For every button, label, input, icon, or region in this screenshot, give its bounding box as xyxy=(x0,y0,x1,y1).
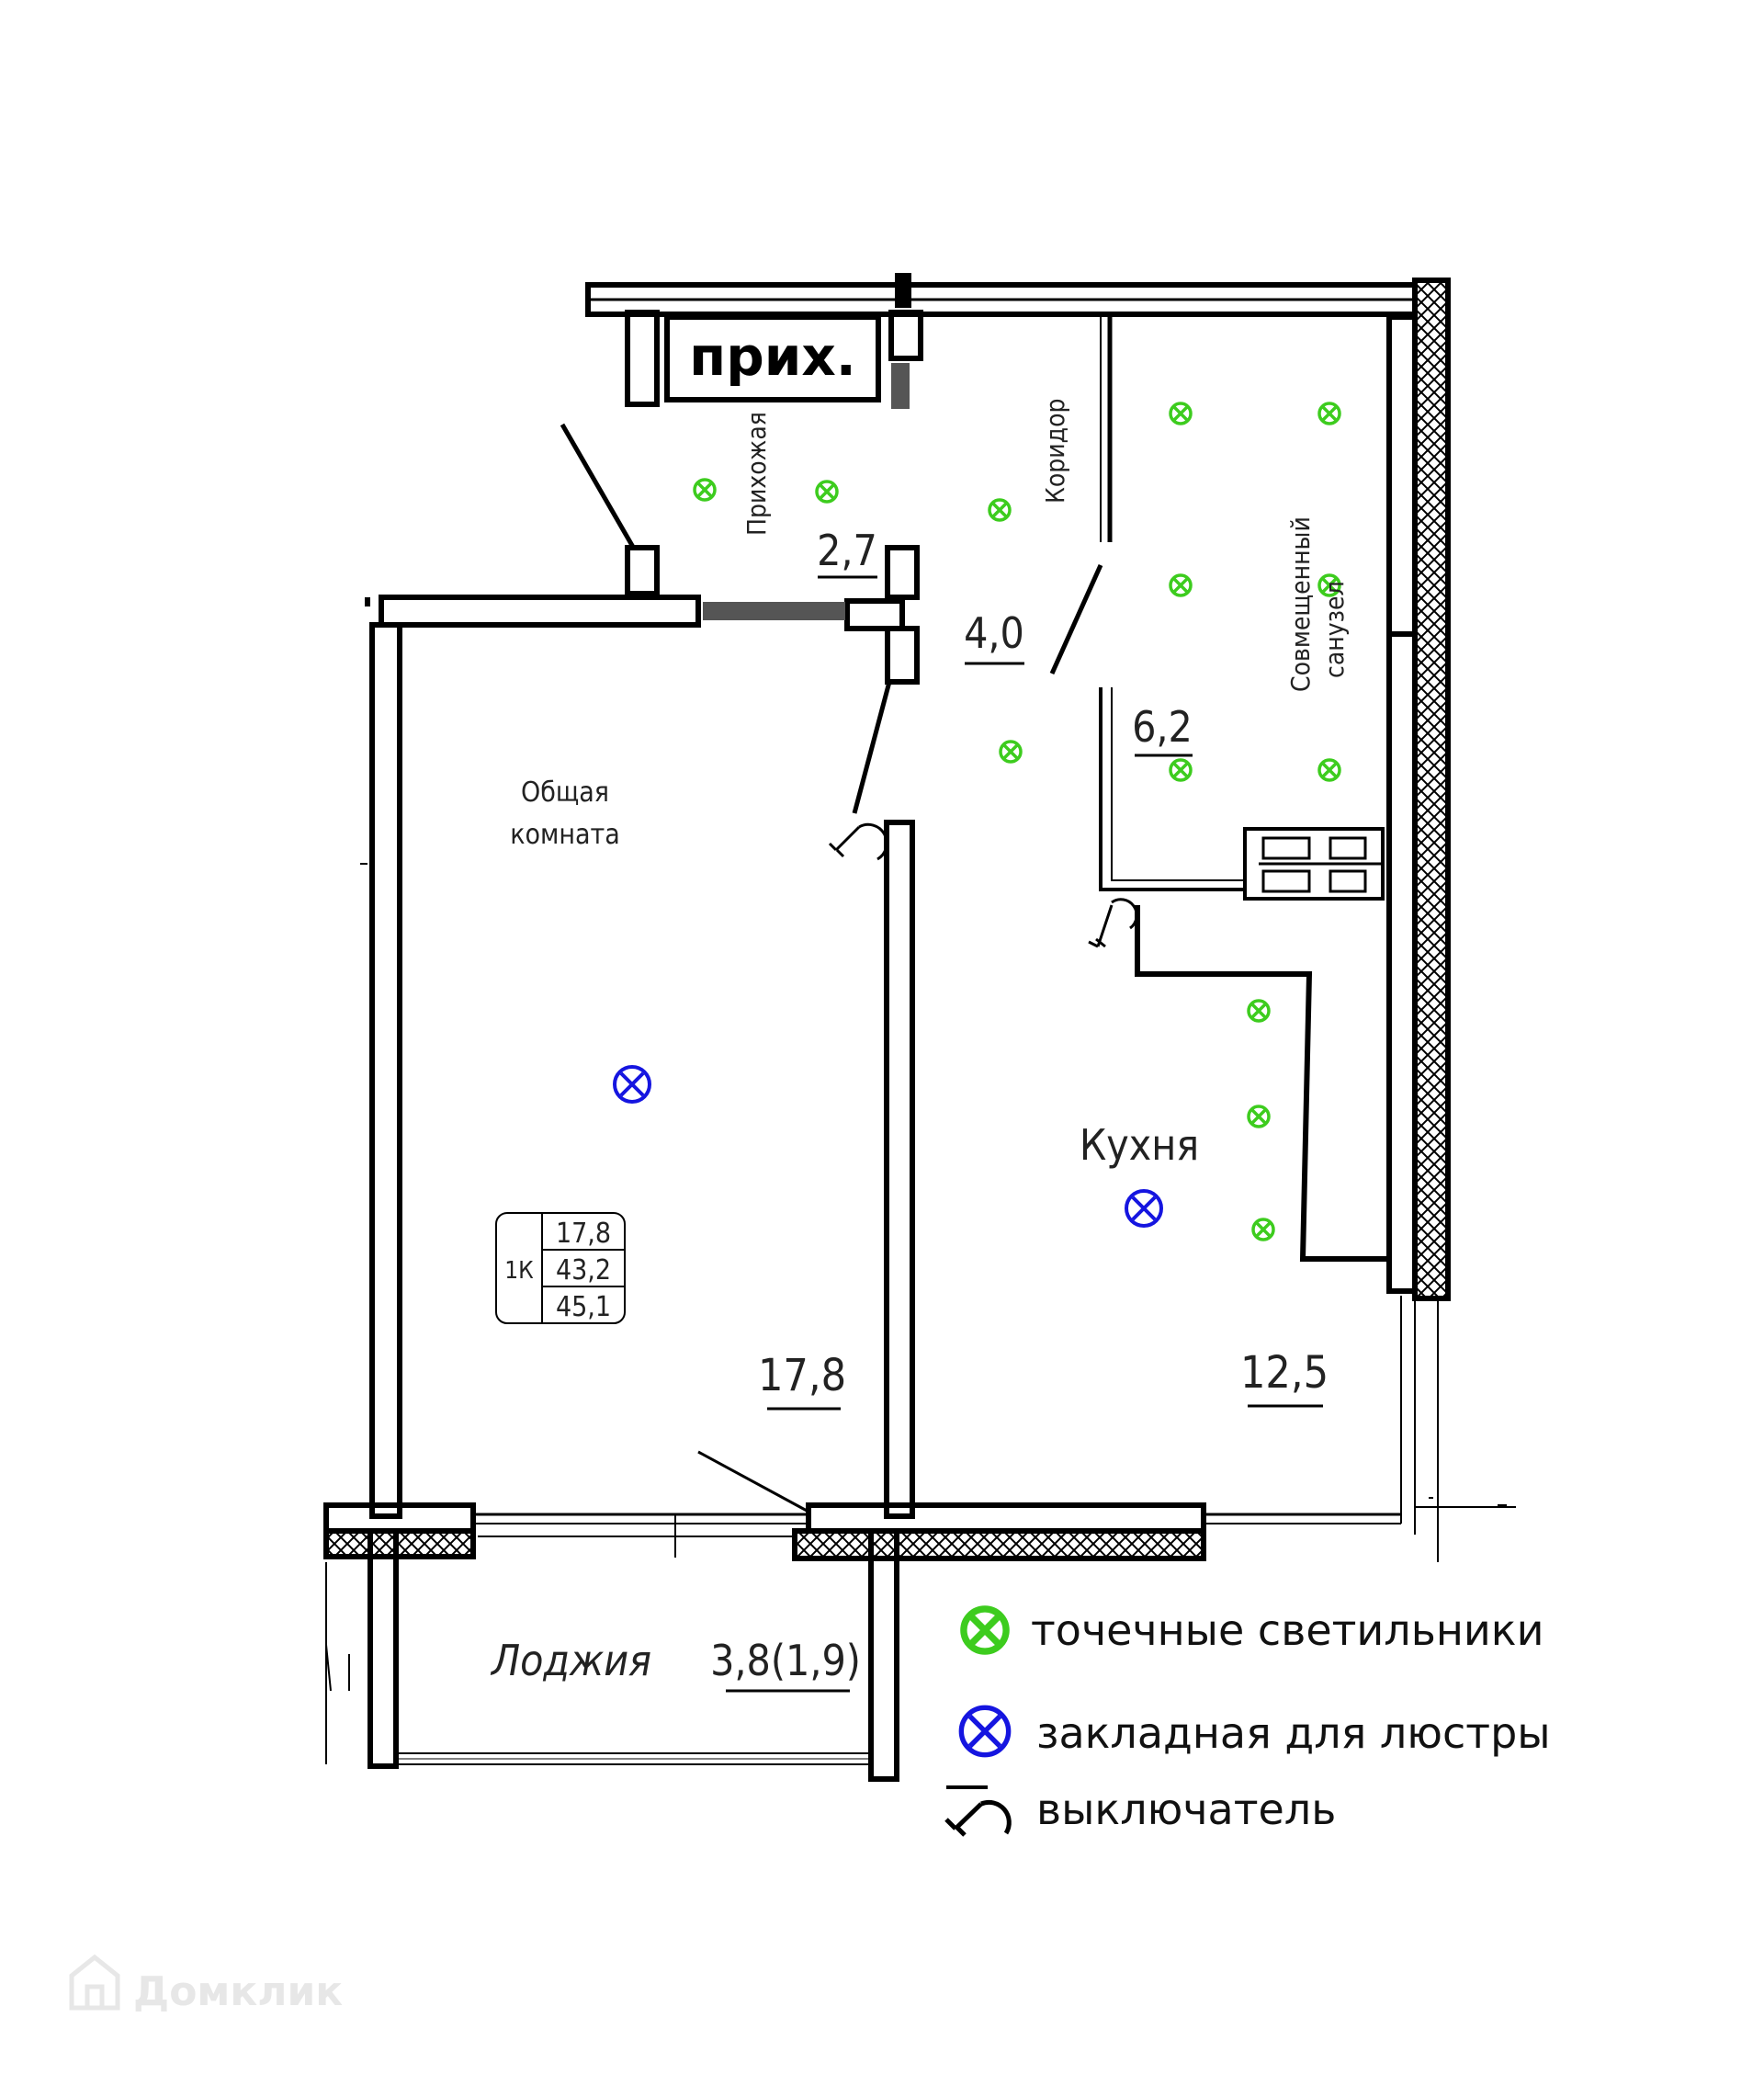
chandelier-icon xyxy=(1125,1189,1163,1228)
corridor-area: 4,0 xyxy=(964,608,1024,658)
legend-chandelier-item: закладная для люстры xyxy=(961,1707,1551,1758)
switch-icon xyxy=(944,1785,1012,1837)
spotlight-icon xyxy=(1251,1218,1275,1241)
spotlight-icon xyxy=(693,478,717,502)
spotlight-icon xyxy=(988,498,1012,522)
switch-icon xyxy=(1088,898,1138,948)
legend-switch-label: выключатель xyxy=(1036,1785,1336,1834)
hall-name: Прихожая xyxy=(741,412,772,536)
hall-badge: прих. xyxy=(664,314,881,402)
loggia-area: 3,8(1,9) xyxy=(710,1636,861,1685)
spotlight-icon xyxy=(1169,402,1193,425)
bathroom-name-line2: санузел xyxy=(1319,581,1350,678)
summary-living: 17,8 xyxy=(556,1218,611,1250)
kitchen-area: 12,5 xyxy=(1240,1347,1329,1399)
spotlight-icon xyxy=(1169,758,1193,782)
watermark-text: Домклик xyxy=(133,1968,343,2015)
kitchen-name: Кухня xyxy=(1080,1120,1199,1170)
walls xyxy=(323,273,1516,1782)
spotlight-icon xyxy=(815,480,839,504)
spotlight-icon xyxy=(1247,1105,1271,1128)
legend-spotlight-label: точечные светильники xyxy=(1031,1605,1544,1655)
legend-spotlight-item: точечные светильники xyxy=(964,1605,1544,1655)
loggia-name: Лоджия xyxy=(490,1636,651,1685)
chandelier-icon xyxy=(613,1065,651,1104)
bathroom-name-line1: Совмещенный xyxy=(1285,516,1316,692)
corridor-name: Коридор xyxy=(1040,399,1070,504)
summary-type: 1К xyxy=(504,1257,534,1285)
living-area: 17,8 xyxy=(758,1350,846,1401)
bathroom-area: 6,2 xyxy=(1132,702,1193,752)
spotlight-icons xyxy=(693,402,1341,1241)
legend-chandelier-label: закладная для люстры xyxy=(1036,1708,1551,1758)
living-name-line1: Общая xyxy=(521,776,609,809)
spotlight-icon xyxy=(964,1609,1006,1651)
legend: точечные светильники закладная для люстр… xyxy=(944,1605,1551,1837)
spotlight-icon xyxy=(1317,758,1341,782)
legend-switch-item: выключатель xyxy=(944,1785,1336,1837)
apartment-summary: 1К 17,8 43,2 45,1 xyxy=(495,1212,626,1324)
spotlight-icon xyxy=(1169,573,1193,597)
hall-area: 2,7 xyxy=(817,526,877,575)
hall-badge-text: прих. xyxy=(689,325,856,388)
living-name-line2: комната xyxy=(510,819,620,851)
spotlight-icon xyxy=(999,740,1023,764)
summary-total-with-loggia: 45,1 xyxy=(556,1291,611,1323)
summary-total: 43,2 xyxy=(556,1254,611,1286)
watermark: Домклик xyxy=(69,1954,343,2015)
chandelier-icon xyxy=(961,1707,1008,1754)
spotlight-icon xyxy=(1317,402,1341,425)
door-swings xyxy=(560,423,1103,1513)
spotlight-icon xyxy=(1247,999,1271,1023)
switch-icon xyxy=(828,822,888,861)
house-logo-icon xyxy=(69,1954,120,2011)
